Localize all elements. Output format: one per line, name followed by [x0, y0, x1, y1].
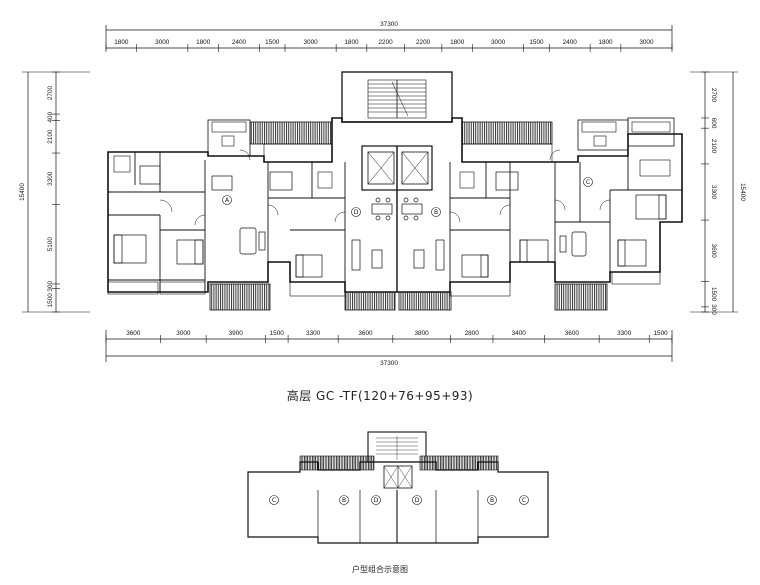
right-dim-label: 1500	[710, 287, 717, 302]
top-dim-label: 3000	[491, 39, 506, 46]
bottom-dim-label: 3900	[229, 330, 244, 337]
top-dim-label: 1800	[114, 39, 129, 46]
left-dim-label: 400	[47, 111, 54, 122]
bottom-dim-label: 3300	[306, 330, 321, 337]
door-swings	[159, 149, 611, 226]
bottom-dim-label: 3300	[617, 330, 632, 337]
unit-marker-circle	[339, 495, 349, 505]
left-dim-label: 3300	[47, 171, 54, 186]
top-dim-label: 2400	[232, 39, 247, 46]
left-dim-label: 2700	[47, 85, 54, 100]
right-dimension-string: 15400 2700 600 2100 3300 3600 1500 300	[690, 71, 746, 315]
building-outline	[107, 117, 683, 293]
living-furniture	[211, 175, 587, 271]
balcony-hatch	[398, 291, 452, 311]
bottom-dim-label: 1500	[270, 330, 285, 337]
left-dim-label: 1500	[47, 293, 54, 308]
unit-marker-letter: D	[374, 497, 379, 504]
overall-width-top: 37300	[380, 21, 398, 28]
unit-marker-circle	[269, 495, 279, 505]
left-dim-label: 5100	[47, 237, 54, 252]
unit-marker-circle	[222, 195, 232, 205]
top-dim-label: 2200	[416, 39, 431, 46]
top-dim-label: 1500	[265, 39, 280, 46]
unit-marker-letter: A	[225, 197, 230, 204]
bottom-dim-label: 3600	[358, 330, 373, 337]
unit-marker-letter: C	[522, 497, 526, 504]
stair-treads	[368, 80, 426, 118]
unit-marker-letter: B	[342, 497, 346, 504]
bottom-dim-label: 3600	[126, 330, 141, 337]
top-dimension-string: 37300 1800 3000 1800 2400 1500 3000 1800 2200 22…	[105, 21, 673, 52]
top-dim-label: 2200	[378, 39, 393, 46]
unit-marker-letter: B	[490, 497, 494, 504]
unit-marker-letter: B	[434, 209, 438, 216]
left-dim-label: 300	[47, 281, 54, 292]
unit-marker-circle	[371, 495, 381, 505]
left-dim-label: 2100	[47, 129, 54, 144]
top-dim-label: 3000	[639, 39, 654, 46]
bottom-dim-label: 3400	[512, 330, 527, 337]
unit-marker-letter: D	[415, 497, 420, 504]
right-dim-label: 3600	[710, 244, 717, 259]
top-dim-label: 1800	[450, 39, 465, 46]
unit-marker-circle	[412, 495, 422, 505]
bed-furniture	[113, 165, 667, 278]
top-dim-label: 1500	[529, 39, 544, 46]
plan-title: 高层 GC -TF(120+76+95+93)	[287, 388, 474, 403]
unit-marker-circle	[351, 207, 361, 217]
right-dim-label: 2700	[710, 88, 717, 103]
unit-marker-circle	[431, 207, 441, 217]
bottom-dim-label: 3800	[415, 330, 430, 337]
balcony-hatch	[209, 283, 271, 311]
top-dim-label: 1800	[196, 39, 211, 46]
unit-marker-letter: D	[354, 209, 359, 216]
unit-marker-letter: C	[272, 497, 276, 504]
bottom-dim-label: 1500	[654, 330, 669, 337]
overall-depth-left: 15400	[19, 183, 26, 201]
bottom-dim-label: 3600	[565, 330, 580, 337]
overall-width-bottom: 37300	[380, 360, 398, 367]
top-dim-label: 2400	[563, 39, 578, 46]
unit-marker-circle	[519, 495, 529, 505]
bottom-dim-label: 2800	[465, 330, 480, 337]
unit-marker-letter: C	[586, 179, 590, 186]
combination-subtitle: 户型组合示意图	[352, 564, 408, 574]
balcony-hatch	[461, 121, 553, 145]
combination-outline	[247, 461, 549, 544]
right-dim-label: 300	[710, 304, 717, 315]
bottom-dimension-string: 37300 3600 3000 3900 1500 3300 3600 3800 2800 34…	[105, 330, 673, 367]
overall-depth-right: 15400	[739, 183, 746, 201]
top-dim-label: 3000	[303, 39, 318, 46]
balcony-hatch	[249, 121, 333, 145]
right-dim-label: 3300	[710, 185, 717, 200]
top-dim-label: 3000	[155, 39, 170, 46]
main-floor-plan: A D B C	[107, 71, 683, 311]
right-dim-label: 2100	[710, 139, 717, 154]
top-dim-label: 1800	[598, 39, 613, 46]
unit-marker-circle	[583, 177, 593, 187]
balcony-hatch	[344, 291, 396, 311]
right-dim-label: 600	[710, 118, 717, 129]
balcony-hatch	[554, 283, 608, 311]
bottom-dim-label: 3000	[176, 330, 191, 337]
top-dim-label: 1800	[344, 39, 359, 46]
unit-marker-circle	[487, 495, 497, 505]
